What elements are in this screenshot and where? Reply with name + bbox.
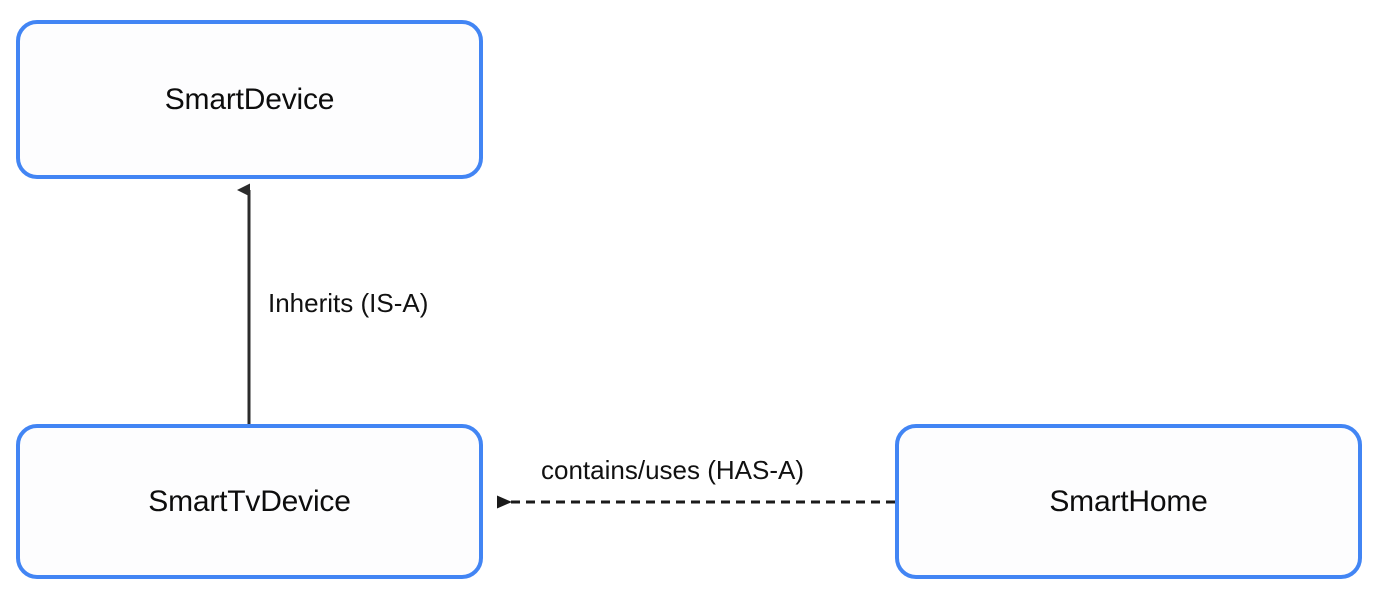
class-node-label: SmartTvDevice xyxy=(148,484,351,518)
class-node-smarttvdevice[interactable]: SmartTvDevice xyxy=(16,424,483,579)
class-node-label: SmartDevice xyxy=(164,82,335,116)
edge-label-inherits: Inherits (IS-A) xyxy=(265,288,432,319)
class-node-smartdevice[interactable]: SmartDevice xyxy=(16,20,483,179)
class-node-label: SmartHome xyxy=(1049,484,1208,518)
class-node-smarthome[interactable]: SmartHome xyxy=(895,424,1362,579)
edge-label-contains: contains/uses (HAS-A) xyxy=(537,455,808,486)
